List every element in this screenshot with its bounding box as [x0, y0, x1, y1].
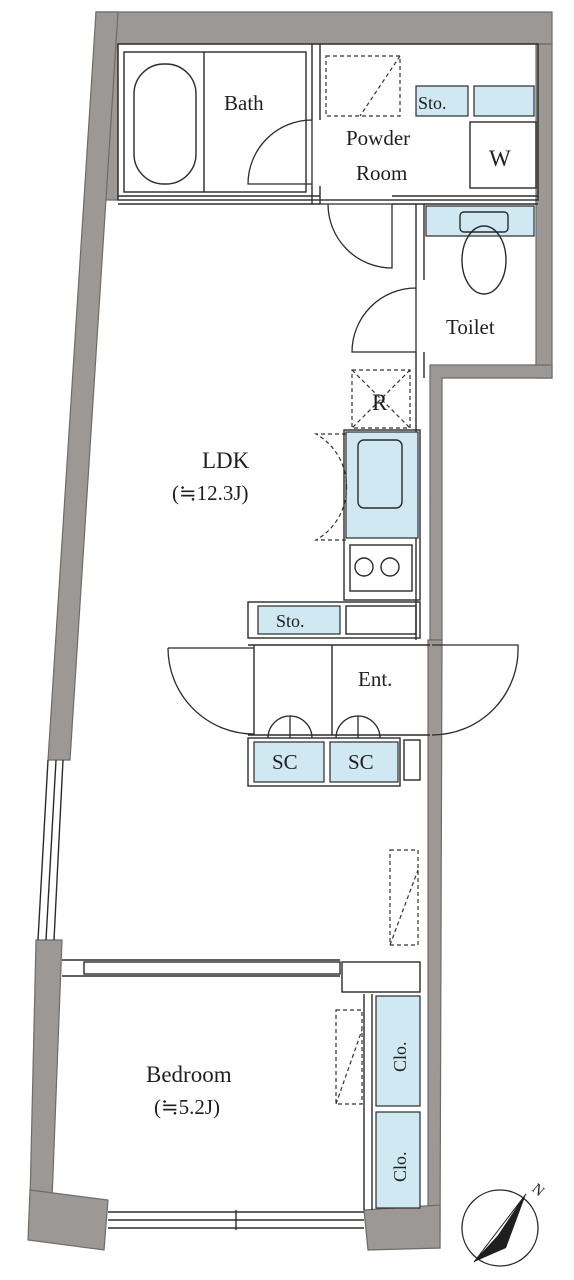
compass: N — [461, 1181, 547, 1267]
label-fridge: R — [372, 390, 388, 415]
interior-walls — [62, 43, 539, 1210]
storage-mid — [257, 605, 341, 635]
label-storage-top: Sto. — [418, 93, 447, 113]
label-bedroom: Bedroom — [146, 1062, 232, 1087]
exterior-walls — [27, 11, 553, 1251]
label-shoe-closet-1: SC — [272, 750, 298, 774]
closet-1 — [375, 995, 421, 1107]
compass-circle — [461, 1189, 539, 1267]
label-closet-2: Clo. — [390, 1151, 410, 1182]
shoe-closet-1 — [253, 741, 325, 783]
label-washer: W — [489, 146, 511, 171]
washer-box — [469, 121, 537, 189]
label-toilet: Toilet — [446, 315, 495, 339]
label-shoe-closet-2: SC — [348, 750, 374, 774]
closet-2 — [375, 1111, 421, 1209]
storage-top — [415, 85, 469, 117]
room-labels: Bath Sto. Powder Room W Toilet R LDK (≒1… — [146, 91, 511, 1182]
label-bath: Bath — [224, 91, 264, 115]
bottom-window — [108, 1210, 364, 1230]
label-bedroom-size: (≒5.2J) — [154, 1095, 220, 1119]
label-entrance: Ent. — [358, 667, 392, 691]
label-powder-1: Powder — [346, 126, 410, 150]
bathtub — [133, 63, 197, 185]
shoe-closet-2 — [329, 741, 399, 783]
fixtures — [253, 55, 537, 1209]
label-storage-mid: Sto. — [276, 611, 305, 631]
label-ldk: LDK — [202, 448, 250, 473]
label-powder-2: Room — [356, 161, 407, 185]
doors — [167, 119, 519, 739]
label-closet-1: Clo. — [390, 1041, 410, 1072]
left-window — [37, 759, 64, 941]
compass-north-label: N — [528, 1181, 547, 1200]
label-ldk-size: (≒12.3J) — [172, 481, 249, 505]
